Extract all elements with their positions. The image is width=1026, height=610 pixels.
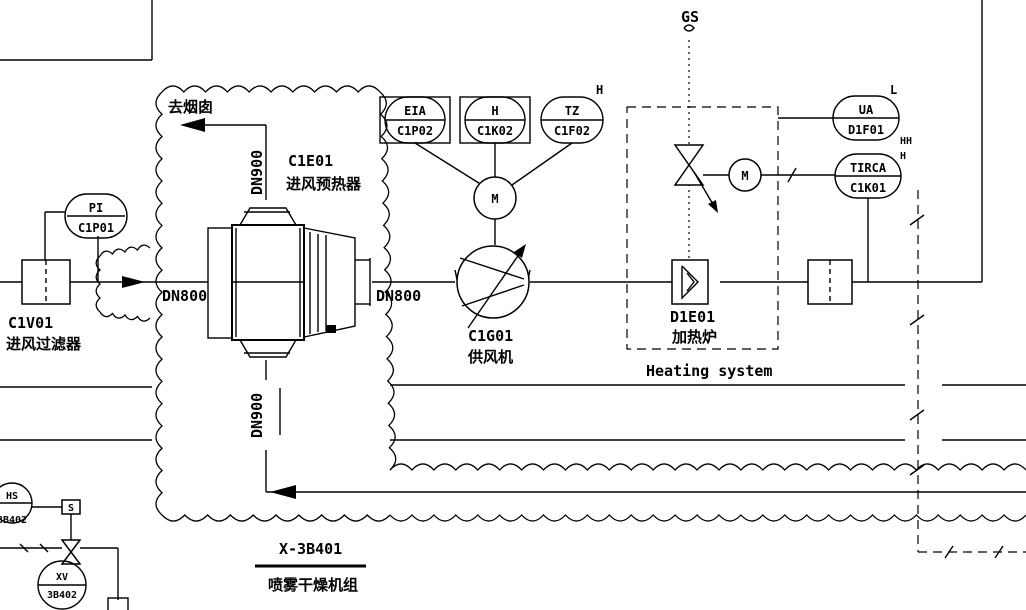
preheater-tag: C1E01 bbox=[288, 152, 333, 170]
flow-arrow bbox=[122, 276, 145, 288]
tirca-func: TIRCA bbox=[850, 161, 887, 175]
pi-tag: C1P01 bbox=[78, 221, 114, 235]
tirca-alarm-h: H bbox=[900, 151, 906, 162]
unit-label: X-3B401 喷雾干燥机组 bbox=[255, 540, 366, 594]
pi-func: PI bbox=[89, 201, 103, 215]
return-arrow bbox=[270, 485, 296, 499]
dn800-left-label: DN800 bbox=[162, 287, 207, 305]
tz-func: TZ bbox=[565, 104, 579, 118]
preheater: C1E01 进风预热器 bbox=[207, 152, 371, 358]
outlet-damper bbox=[807, 259, 853, 305]
preheater-name: 进风预热器 bbox=[286, 175, 362, 193]
instrument-links bbox=[414, 142, 573, 245]
hs-tag: 3B402 bbox=[0, 515, 27, 526]
dn800-right-label: DN800 bbox=[376, 287, 421, 305]
fan-tag: C1G01 bbox=[468, 327, 513, 345]
ua-alarm: L bbox=[890, 83, 897, 97]
tz-tag: C1F02 bbox=[554, 124, 590, 138]
instrument-tz: TZ C1F02 H bbox=[540, 83, 604, 144]
dn900-bottom-label: DN900 bbox=[248, 393, 266, 438]
h-tag: C1K02 bbox=[477, 124, 513, 138]
inlet-filter: C1V01 进风过滤器 bbox=[6, 259, 82, 353]
exhaust-label: 去烟囱 bbox=[168, 98, 213, 116]
s-box-label: S bbox=[68, 503, 74, 514]
xv-tag: 3B402 bbox=[47, 590, 77, 601]
tirca-alarm-hh: HH bbox=[900, 136, 912, 147]
ua-tag: D1F01 bbox=[848, 123, 884, 137]
fan-name: 供风机 bbox=[467, 348, 513, 366]
fan-motor-label: M bbox=[491, 192, 498, 206]
instrument-tirca: TIRCA C1K01 HH H bbox=[834, 136, 912, 282]
tz-alarm: H bbox=[596, 83, 603, 97]
xv-func: XV bbox=[56, 572, 68, 583]
eia-func: EIA bbox=[404, 104, 426, 118]
fan-motor: M bbox=[473, 176, 517, 220]
furnace-name: 加热炉 bbox=[671, 328, 717, 346]
heating-system-label: Heating system bbox=[646, 362, 772, 380]
instrument-ua: UA D1F01 L bbox=[778, 83, 900, 141]
dn900-top-label: DN900 bbox=[248, 150, 266, 195]
eia-tag: C1P02 bbox=[397, 124, 433, 138]
ua-func: UA bbox=[859, 103, 874, 117]
gs-label: GS bbox=[681, 8, 699, 26]
instrument-h: H C1K02 bbox=[459, 96, 531, 144]
revision-cloud bbox=[95, 85, 1026, 522]
valve-motor-label: M bbox=[741, 169, 748, 183]
supply-fan: C1G01 供风机 bbox=[454, 244, 531, 366]
tirca-tag: C1K01 bbox=[850, 181, 886, 195]
hs-xv-cluster: HS 3B402 S XV 3B402 bbox=[0, 482, 129, 610]
filter-tag: C1V01 bbox=[8, 314, 53, 332]
unit-tag: X-3B401 bbox=[279, 540, 342, 558]
heating-system: GS M D1E01 加热炉 Heating system bbox=[626, 8, 835, 380]
h-func: H bbox=[491, 104, 498, 118]
filter-name: 进风过滤器 bbox=[6, 335, 82, 353]
hs-func: HS bbox=[6, 491, 18, 502]
instrument-pi: PI C1P01 bbox=[44, 193, 128, 282]
furnace-tag: D1E01 bbox=[670, 308, 715, 326]
exhaust-arrow bbox=[180, 118, 205, 132]
main-duct bbox=[0, 118, 1026, 499]
instrument-eia: EIA C1P02 bbox=[379, 96, 451, 144]
unit-name: 喷雾干燥机组 bbox=[268, 576, 358, 594]
